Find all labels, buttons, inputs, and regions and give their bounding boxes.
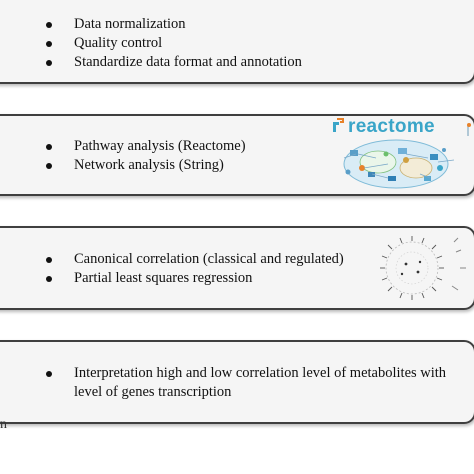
- stray-character: n: [0, 417, 7, 432]
- step-box-interpretation: Interpretation high and low correlation …: [0, 340, 474, 424]
- bullet-text: Canonical correlation (classical and reg…: [74, 251, 344, 267]
- bullet-dot-icon: [46, 60, 52, 66]
- bullet-item: Pathway analysis (Reactome): [46, 137, 246, 156]
- bullet-item: Interpretation high and low correlation …: [46, 364, 474, 402]
- bullet-text: Data normalization: [74, 16, 186, 32]
- bullet-item: Standardize data format and annotation: [46, 53, 302, 72]
- bullet-item: Quality control: [46, 34, 302, 53]
- bullet-text: Interpretation high and low correlation …: [74, 365, 447, 400]
- bullet-item: Data normalization: [46, 15, 302, 34]
- bullet-list-correlation: Canonical correlation (classical and reg…: [46, 250, 344, 288]
- reactome-pathway-map-icon: [333, 118, 471, 189]
- bullet-item: Canonical correlation (classical and reg…: [46, 250, 344, 269]
- bullet-dot-icon: [46, 276, 52, 282]
- bullet-text: Standardize data format and annotation: [74, 54, 302, 70]
- step-box-preprocessing: Data normalization Quality control Stand…: [0, 0, 474, 84]
- bullet-list-pathway: Pathway analysis (Reactome) Network anal…: [46, 137, 246, 175]
- step-box-correlation: Canonical correlation (classical and reg…: [0, 226, 474, 310]
- bullet-dot-icon: [46, 41, 52, 47]
- bullet-text: Pathway analysis (Reactome): [74, 138, 246, 154]
- pathway-map-graphic: [343, 139, 455, 189]
- bullet-dot-icon: [46, 371, 52, 377]
- bullet-list-preprocessing: Data normalization Quality control Stand…: [46, 15, 302, 72]
- circular-correlation-plot-icon: [380, 236, 466, 300]
- bullet-text: Partial least squares regression: [74, 270, 253, 286]
- bullet-list-interpretation: Interpretation high and low correlation …: [46, 364, 474, 402]
- bullet-item: Partial least squares regression: [46, 269, 344, 288]
- bullet-dot-icon: [46, 22, 52, 28]
- bullet-text: Quality control: [74, 35, 163, 51]
- bullet-text: Network analysis (String): [74, 157, 224, 173]
- bullet-dot-icon: [46, 257, 52, 263]
- bullet-item: Network analysis (String): [46, 156, 246, 175]
- reactome-logo-text: reactome: [348, 116, 435, 137]
- bullet-dot-icon: [46, 144, 52, 150]
- bullet-dot-icon: [46, 163, 52, 169]
- reactome-mark-icon: [333, 118, 344, 132]
- reactome-logo-area: reactome: [328, 114, 474, 194]
